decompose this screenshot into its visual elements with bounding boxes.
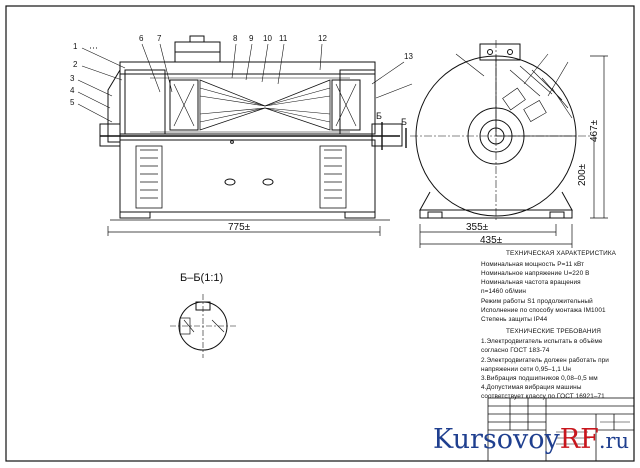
tech-spec-line: Степень защиты IP44 [481, 316, 548, 323]
leader-6: 6 [139, 34, 144, 43]
watermark-part-3: .ru [598, 429, 630, 453]
leader-12: 12 [318, 34, 327, 43]
tech-req-line: напряжении сети 0,95–1,1 Uн [481, 366, 572, 373]
sheet-frame [5, 5, 635, 462]
leader-2: 2 [73, 60, 78, 69]
leader-7: 7 [157, 34, 162, 43]
leader-11: 11 [279, 34, 288, 43]
watermark-part-2: RF [559, 424, 599, 455]
end-view [405, 40, 608, 248]
section-title: Б–Б(1:1) [180, 272, 224, 284]
dim-length: 775± [228, 222, 251, 233]
tech-spec-line: Режим работы S1 продолжительный [481, 298, 593, 305]
tech-req-line: 3.Вибрация подшипников 0,08–0,5 мм [481, 375, 598, 382]
tech-req-line: соответствует классу по ГОСТ 16921–71 [481, 393, 605, 400]
tech-req-line: 2.Электродвигатель должен работать при [481, 357, 609, 364]
section-view [170, 294, 236, 358]
site-watermark[interactable]: KursovoyRF.ru [433, 426, 629, 453]
dim-width-outer: 435± [480, 235, 503, 246]
dim-height-axis: 200± [577, 163, 588, 186]
tech-spec-line: Номинальная мощность Р=11 кВт [481, 261, 585, 268]
leader-3: 3 [70, 74, 75, 83]
leader-8: 8 [233, 34, 238, 43]
tech-spec-line: Номинальное напряжение U=220 В [481, 270, 590, 277]
dim-height-total: 467± [589, 119, 600, 142]
side-view [77, 35, 413, 236]
title-block [487, 397, 635, 462]
leader-13: 13 [404, 52, 413, 61]
tech-spec-line: Исполнение по способу монтажа IМ1001 [481, 307, 606, 314]
tech-req-line: согласно ГОСТ 183-74 [481, 347, 550, 354]
section-mark-right: Б [401, 117, 407, 127]
tech-spec-line: Номинальная частота вращения [481, 279, 581, 286]
leader-10: 10 [263, 34, 272, 43]
dim-width-inner: 355± [466, 222, 489, 233]
leader-1: 1 [73, 42, 78, 51]
tech-spec-title: ТЕХНИЧЕСКАЯ ХАРАКТЕРИСТИКА [506, 250, 617, 257]
section-mark-left: Б [376, 111, 382, 121]
leader-4: 4 [70, 86, 75, 95]
leader-9: 9 [249, 34, 254, 43]
leader-5: 5 [70, 98, 75, 107]
tech-req-line: 4.Допустимая вибрация машины [481, 384, 582, 391]
tech-req-title: ТЕХНИЧЕСКИЕ ТРЕБОВАНИЯ [506, 328, 601, 335]
watermark-part-1: Kursovoy [433, 424, 560, 455]
tech-spec-line: n=1460 об/мин [481, 288, 527, 295]
tech-req-line: 1.Электродвигатель испытать в объёме [481, 338, 603, 345]
